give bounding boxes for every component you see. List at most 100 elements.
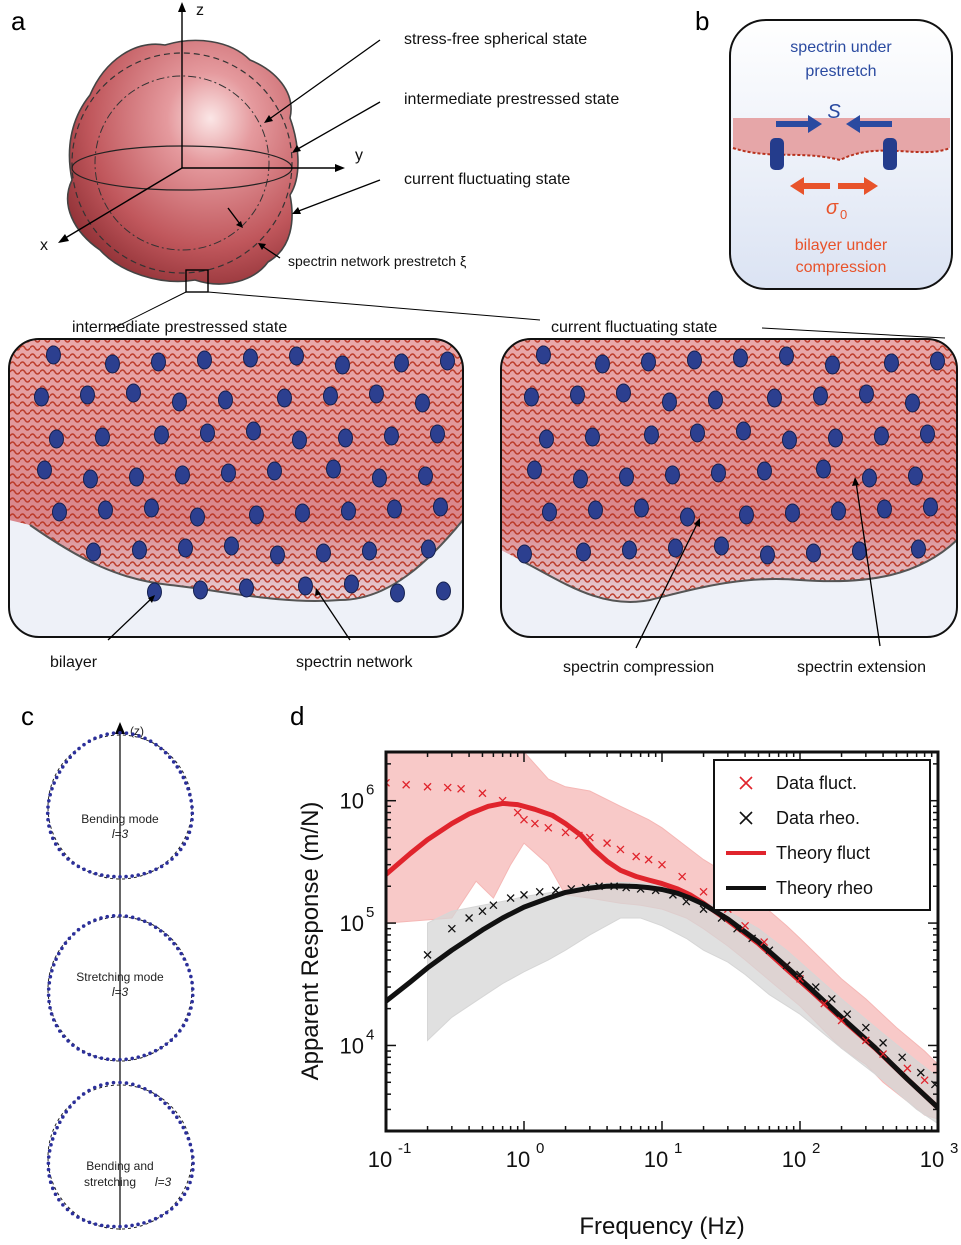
contour-dot xyxy=(46,1161,51,1166)
z-axis-label: z xyxy=(196,2,204,19)
actin-left-node xyxy=(177,538,193,558)
contour-dot xyxy=(46,993,51,998)
actin-right-node xyxy=(824,355,840,375)
contour-dot xyxy=(105,732,109,737)
contour-dot xyxy=(159,1214,164,1218)
actin-left-node xyxy=(343,574,359,594)
contour-dot xyxy=(87,1052,92,1057)
mode3-sub: l=3 xyxy=(155,1175,172,1189)
rheo-band xyxy=(427,881,938,1125)
contour-dot xyxy=(81,1092,86,1096)
contour-dot xyxy=(71,932,76,936)
actin-right-node xyxy=(615,383,631,403)
contour-dot xyxy=(187,968,191,973)
y-tick-exponent: 4 xyxy=(366,1026,374,1043)
data-point-data-rheo- xyxy=(668,890,677,899)
sigma-arrow-left xyxy=(790,177,804,195)
data-point-data-rheo- xyxy=(879,1038,888,1047)
data-point-data-rheo- xyxy=(478,907,487,916)
spectrin-network-right xyxy=(501,339,957,602)
actin-left-node xyxy=(85,542,101,562)
data-point-data-fluct- xyxy=(644,855,653,864)
x-axis-label: x xyxy=(40,237,48,254)
contour-dot xyxy=(47,999,51,1004)
contour-dot xyxy=(137,734,141,738)
contour-dot xyxy=(164,1210,169,1215)
actin-right-node xyxy=(689,423,705,443)
zoom-callouts: bilayer spectrin network spectrin compre… xyxy=(50,477,926,676)
contour-dot xyxy=(99,1223,104,1228)
y-tick-label: 10 xyxy=(340,1033,364,1058)
zoom-left-frame xyxy=(8,338,464,638)
contour-dot xyxy=(154,742,158,747)
actin-left-node xyxy=(269,545,285,565)
data-point-data-rheo- xyxy=(465,914,474,922)
contour-dot xyxy=(130,874,134,878)
contour-dot xyxy=(105,914,110,919)
contour-dot xyxy=(118,1057,122,1062)
actin-left-node xyxy=(432,497,448,517)
chart-legend: Data fluct.Data rheo.Theory fluctTheory … xyxy=(713,759,931,911)
data-point-data-rheo- xyxy=(898,1053,907,1062)
data-point-data-rheo- xyxy=(551,886,560,895)
contour-dot xyxy=(61,1203,65,1207)
chart-markers xyxy=(386,778,938,1089)
contour-dot xyxy=(118,913,122,918)
contour-dot xyxy=(142,1053,146,1058)
data-point-data-fluct- xyxy=(678,872,687,881)
legend-marker-swatch xyxy=(739,811,753,825)
actin-right-node xyxy=(572,469,588,489)
actin-right-node xyxy=(883,353,899,373)
contour-dot xyxy=(105,1081,109,1086)
actin-right-node xyxy=(667,538,683,558)
data-point-data-rheo- xyxy=(843,1010,852,1019)
actin-right-node xyxy=(781,430,797,450)
bilayer-edge-left xyxy=(29,519,463,603)
actin-left-node xyxy=(417,466,433,486)
callout-spectrin-compression: spectrin compression xyxy=(563,659,714,676)
data-point-data-fluct- xyxy=(443,783,452,792)
contour-dot xyxy=(153,1048,158,1053)
actin-right-node xyxy=(929,351,945,371)
contour-dot xyxy=(178,1029,182,1033)
contour-dot xyxy=(54,957,58,961)
contour-dot xyxy=(87,739,92,744)
contour-dot xyxy=(98,1083,103,1088)
actin-left-node xyxy=(33,387,49,407)
actin-right-node xyxy=(523,387,539,407)
contour-dot xyxy=(53,1192,58,1197)
data-point-data-fluct- xyxy=(544,823,553,832)
actin-right-node xyxy=(679,507,695,527)
contour-dot xyxy=(159,1045,163,1050)
intermediate-sphere-outline xyxy=(94,75,270,251)
actin-left-node xyxy=(242,348,258,368)
contour-dot xyxy=(50,968,54,973)
zoom-left-title: intermediate prestressed state xyxy=(72,319,287,336)
contour-dot xyxy=(46,1155,51,1159)
data-point-data-rheo- xyxy=(535,887,544,896)
contour-dot xyxy=(124,1057,128,1062)
x-tick-exponent: -1 xyxy=(398,1140,411,1157)
actin-right-node xyxy=(738,505,754,525)
contour-dot xyxy=(50,786,54,791)
contour-dot xyxy=(66,857,70,861)
contour-dot xyxy=(130,1223,134,1228)
annotation-stress-free: stress-free spherical state xyxy=(404,31,587,48)
actin-left-node xyxy=(340,501,356,521)
contour-dot xyxy=(188,792,192,797)
y-tick-label: 10 xyxy=(340,911,364,936)
contour-dot xyxy=(112,1057,116,1062)
actin-left-node xyxy=(288,346,304,366)
contour-dot xyxy=(189,974,193,979)
contour-dot xyxy=(159,864,164,869)
contour-dot xyxy=(105,1057,110,1061)
contour-dot xyxy=(48,974,53,979)
data-point-data-rheo- xyxy=(520,890,528,899)
actin-right-node xyxy=(861,468,877,488)
contour-dot xyxy=(87,921,91,925)
panel-b-label: b xyxy=(695,6,709,36)
contour-dot xyxy=(49,1012,54,1016)
contour-dot xyxy=(165,861,169,865)
data-point-data-fluct- xyxy=(402,780,411,789)
actin-left-node xyxy=(325,459,341,479)
